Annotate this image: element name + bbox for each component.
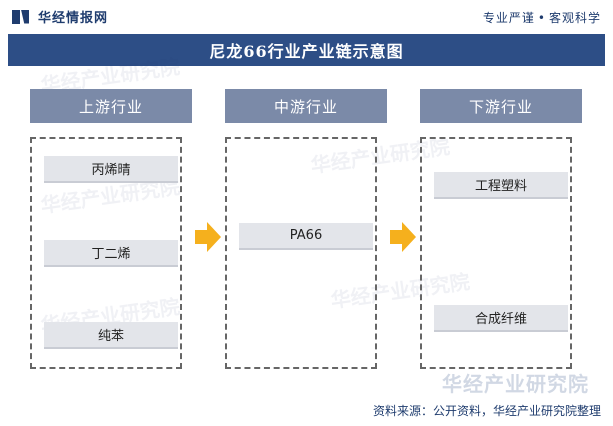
title-bar: 尼龙66行业产业链示意图 bbox=[8, 34, 605, 66]
slogan-right: 客观科学 bbox=[548, 11, 601, 25]
slogan-dot: • bbox=[537, 11, 546, 25]
upstream-header: 上游行业 bbox=[30, 89, 192, 123]
top-bar: 华经情报网 专业严谨•客观科学 bbox=[0, 0, 613, 32]
brand-name: 华经情报网 bbox=[38, 11, 109, 26]
bottom-watermark: 华经产业研究院 bbox=[442, 372, 589, 396]
node-synthetic-fiber: 合成纤维 bbox=[434, 305, 568, 332]
huajing-logo-icon bbox=[12, 8, 32, 26]
node-pa66: PA66 bbox=[239, 223, 373, 250]
node-acrylonitrile: 丙烯晴 bbox=[44, 156, 178, 183]
node-benzene: 纯苯 bbox=[44, 322, 178, 349]
upstream-box bbox=[30, 137, 182, 369]
node-engineering-plastics: 工程塑料 bbox=[434, 172, 568, 199]
source-note: 资料来源：公开资料，华经产业研究院整理 bbox=[372, 404, 601, 418]
right-arrow-icon bbox=[390, 222, 416, 252]
slogan-left: 专业严谨 bbox=[482, 11, 535, 25]
downstream-box bbox=[420, 137, 572, 369]
page-title: 尼龙66行业产业链示意图 bbox=[209, 42, 404, 61]
slogan: 专业严谨•客观科学 bbox=[483, 9, 601, 26]
brand[interactable]: 华经情报网 bbox=[12, 7, 108, 26]
midstream-header: 中游行业 bbox=[225, 89, 387, 123]
node-butadiene: 丁二烯 bbox=[44, 240, 178, 267]
midstream-box bbox=[225, 137, 377, 369]
right-arrow-icon bbox=[195, 222, 221, 252]
downstream-header: 下游行业 bbox=[420, 89, 582, 123]
